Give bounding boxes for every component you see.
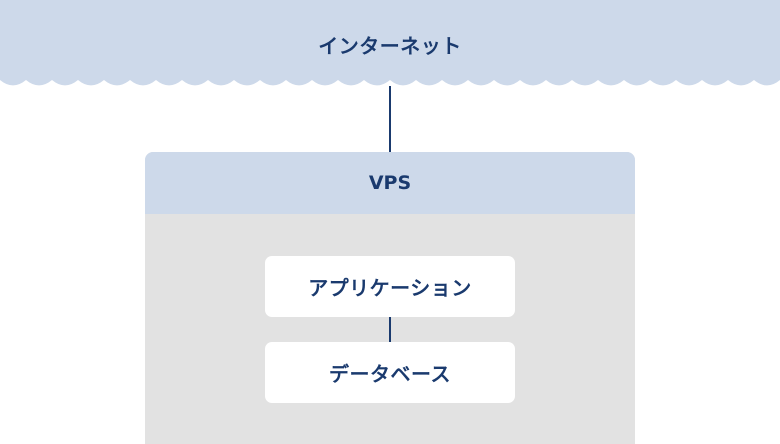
vps-title: VPS (368, 172, 412, 194)
vps-header: VPS (145, 152, 635, 214)
internet-label: インターネット (318, 34, 462, 58)
wavy-band-shape (0, 0, 780, 86)
database-box: データベース (265, 342, 515, 403)
connector-app-db (389, 317, 391, 342)
internet-cloud-band: インターネット (0, 0, 780, 92)
application-box: アプリケーション (265, 256, 515, 317)
connector-internet-vps (389, 86, 391, 152)
